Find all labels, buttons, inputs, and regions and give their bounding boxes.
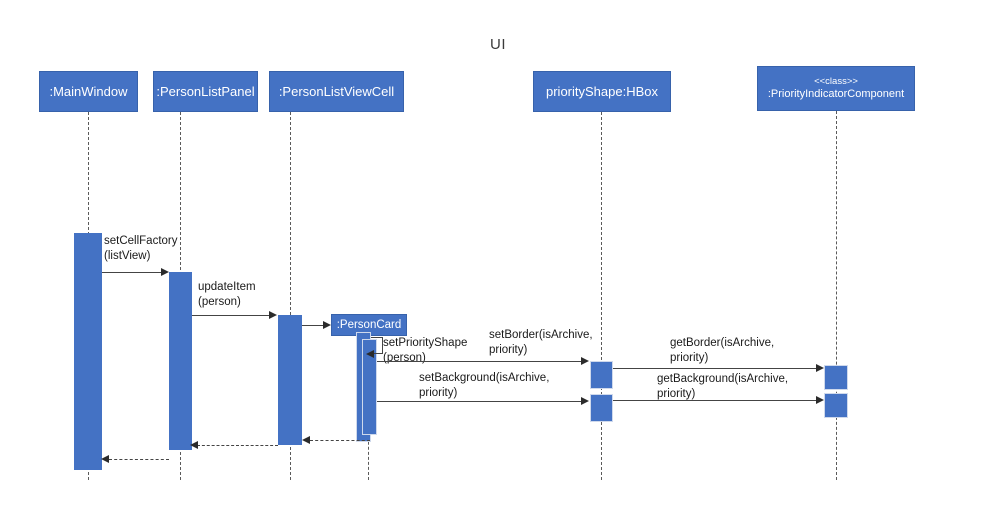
participant-label: :PersonCard xyxy=(336,318,402,331)
message-label-setcellfactory: setCellFactory (listView) xyxy=(104,235,178,262)
message-arrow-setpriorityshape xyxy=(366,350,374,358)
message-line-setcellfactory xyxy=(102,272,162,273)
message-label-setpriorityshape: setPriorityShape (person) xyxy=(383,337,468,364)
message-line-getborder xyxy=(613,368,818,369)
return-arrow-personcard-to-listviewcell xyxy=(302,436,310,444)
participant-label: :PersonListPanel xyxy=(156,83,255,99)
activation-personlistpanel xyxy=(169,272,192,450)
message-arrow-getborder xyxy=(816,364,824,372)
return-arrow-listpanel-to-mainwindow xyxy=(101,455,109,463)
stereotype-label: <<class>> xyxy=(814,76,858,87)
message-arrow-setcellfactory xyxy=(161,268,169,276)
activation-personlistviewcell xyxy=(278,315,302,445)
participant-label: priorityShape:HBox xyxy=(546,83,658,99)
participant-personlistviewcell[interactable]: :PersonListViewCell xyxy=(269,71,404,112)
message-selfcall-setpriorityshape xyxy=(371,337,383,354)
message-label-getbackground: getBackground(isArchive, priority) xyxy=(657,373,789,400)
participant-label: :PriorityIndicatorComponent xyxy=(767,87,905,100)
activation-indicator-getborder xyxy=(824,365,848,390)
message-line-updateitem xyxy=(192,315,270,316)
participant-label: :MainWindow xyxy=(49,83,128,99)
participant-personlistpanel[interactable]: :PersonListPanel xyxy=(153,71,258,112)
return-line-listviewcell-to-listpanel xyxy=(197,445,278,446)
diagram-title: UI xyxy=(490,36,506,53)
message-line-create-personcard xyxy=(302,325,324,326)
participant-priorityshape-hbox[interactable]: priorityShape:HBox xyxy=(533,71,671,112)
message-label-getborder: getBorder(isArchive, priority) xyxy=(670,337,775,364)
message-line-getbackground xyxy=(613,400,818,401)
message-line-setborder xyxy=(377,361,583,362)
return-line-listpanel-to-mainwindow xyxy=(109,459,169,460)
lifeline-personlistviewcell xyxy=(290,112,291,480)
message-label-setbackground: setBackground(isArchive, priority) xyxy=(419,372,550,399)
message-arrow-updateitem xyxy=(269,311,277,319)
activation-hbox-setbackground xyxy=(590,394,613,422)
message-arrow-setborder xyxy=(581,357,589,365)
lifeline-priorityindicator xyxy=(836,111,837,480)
participant-mainwindow[interactable]: :MainWindow xyxy=(39,71,138,112)
message-arrow-getbackground xyxy=(816,396,824,404)
message-label-setborder: setBorder(isArchive, priority) xyxy=(489,329,593,356)
participant-priorityindicatorcomponent[interactable]: <<class>> :PriorityIndicatorComponent xyxy=(757,66,915,111)
message-line-setbackground xyxy=(377,401,583,402)
message-arrow-create-personcard xyxy=(323,321,331,329)
activation-indicator-getbackground xyxy=(824,393,848,418)
activation-personcard-nested xyxy=(362,339,377,435)
participant-label: :PersonListViewCell xyxy=(278,83,395,99)
message-label-updateitem: updateItem (person) xyxy=(198,281,256,308)
return-arrow-listviewcell-to-listpanel xyxy=(190,441,198,449)
lifeline-priorityshape-hbox xyxy=(601,112,602,480)
message-arrow-setbackground xyxy=(581,397,589,405)
activation-hbox-setborder xyxy=(590,361,613,389)
return-line-personcard-to-listviewcell xyxy=(310,440,370,441)
activation-mainwindow xyxy=(74,233,102,470)
